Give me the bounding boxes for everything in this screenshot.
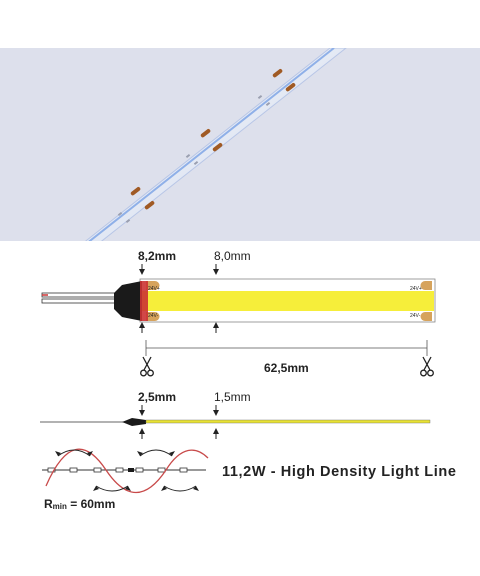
arrow-icon [139, 264, 219, 333]
side-strip [145, 419, 431, 424]
pitch-label: 62,5mm [264, 361, 309, 375]
bend-radius-label: Rmin = 60mm [44, 497, 116, 511]
pad-label-br: 24V- [410, 313, 421, 319]
strip-cob-line [141, 291, 434, 311]
width-strip-label: 8,0mm [214, 249, 251, 263]
bend-curve [45, 448, 209, 494]
side-connector [122, 418, 146, 426]
pad-label-tl: 24V+ [148, 286, 160, 292]
width-left-label: 8,2mm [138, 249, 177, 263]
bend-diagram [42, 448, 209, 494]
pad-label-bl: 24V- [148, 313, 159, 319]
arrow-icon [139, 405, 219, 439]
product-title: 11,2W - High Density Light Line [222, 464, 457, 480]
pad-label-tr: 24V+ [410, 286, 422, 292]
height-strip-label: 1,5mm [214, 390, 251, 404]
product-photo [0, 48, 480, 241]
scissors-icon [420, 356, 434, 377]
led-strip-photo [84, 48, 347, 241]
copper-pads [146, 281, 432, 321]
scissors-icon [140, 356, 154, 377]
height-left-label: 2,5mm [138, 390, 177, 404]
connector-cap [114, 281, 142, 321]
